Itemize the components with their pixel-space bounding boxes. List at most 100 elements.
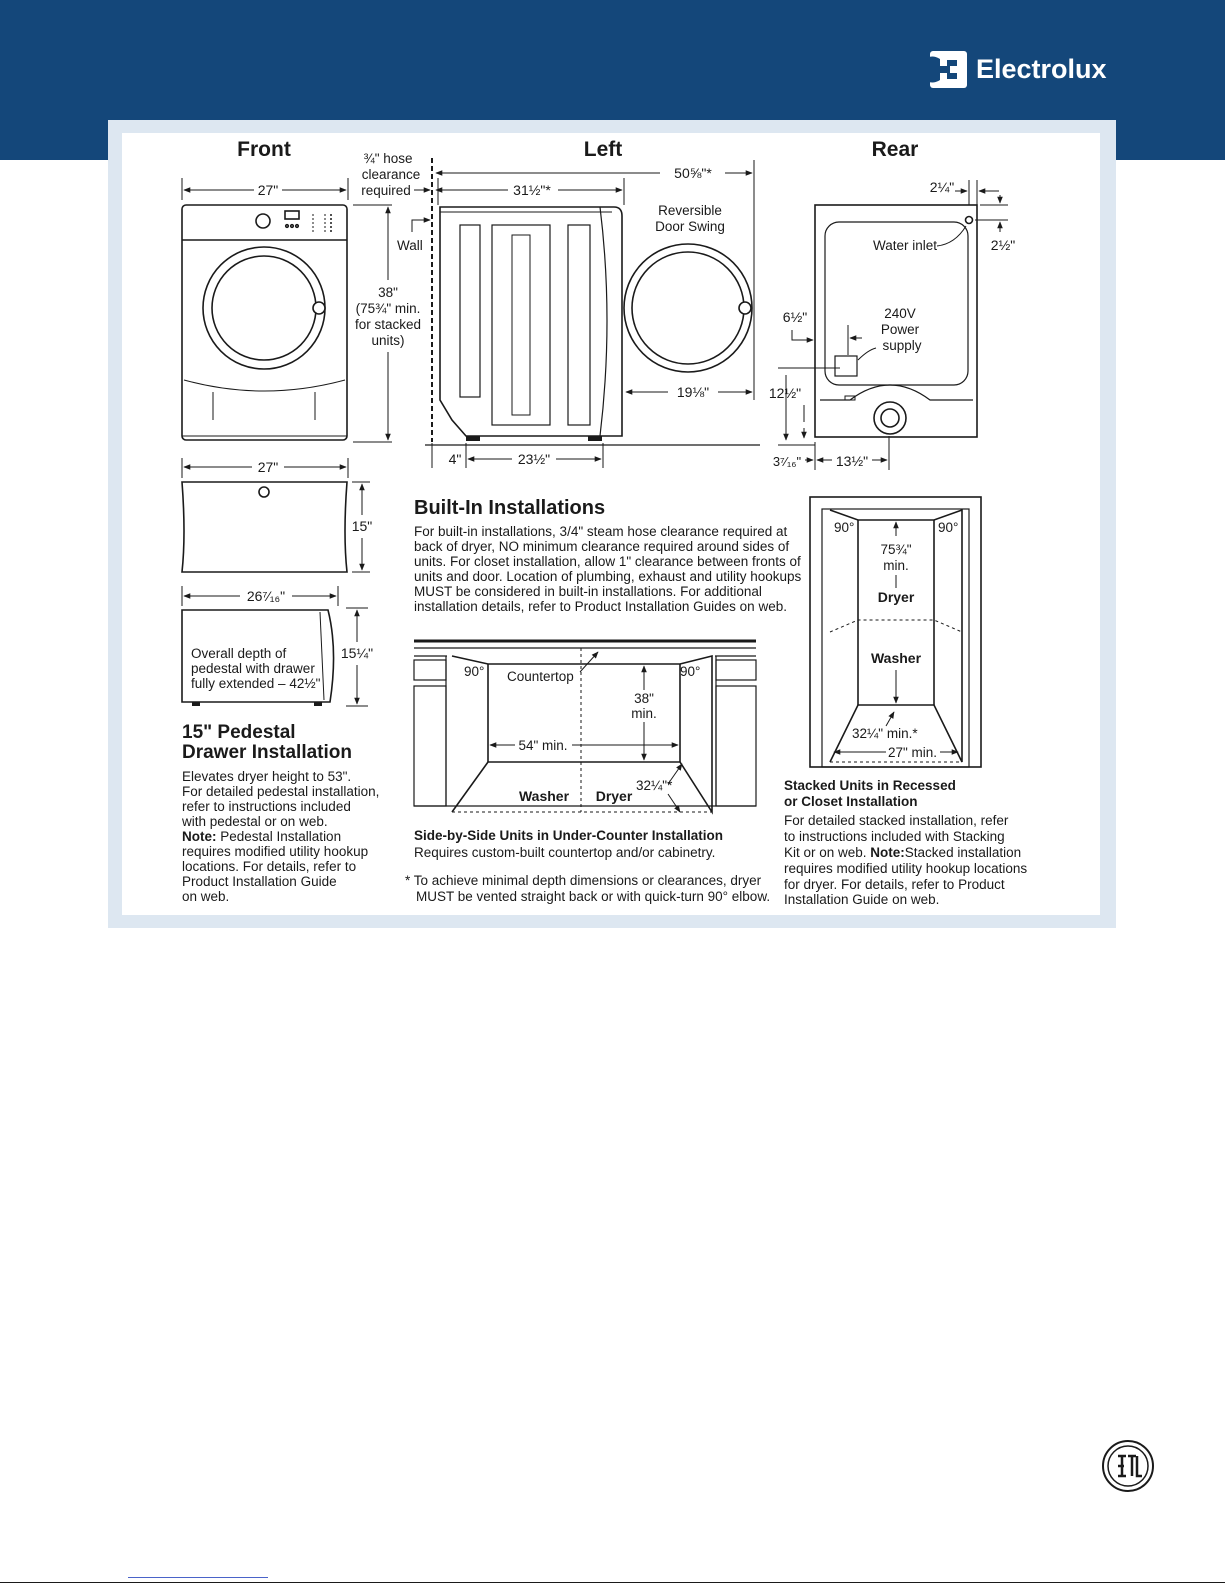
front-cabinet [181, 204, 348, 441]
power-line3: supply [882, 338, 921, 353]
pedestal-body-2: refer to instructions included [182, 799, 351, 814]
vent-outlet [873, 401, 907, 435]
open-door-inner [631, 251, 745, 365]
dimensions-panel-inner [122, 133, 1100, 915]
rear-bottom-width-label: 13½" [836, 453, 868, 469]
st-angle-right: 90° [938, 520, 958, 535]
dial-knob-icon [255, 213, 271, 229]
pedestal-note-label: Note: [182, 829, 217, 844]
uc-width-label: 54" min. [518, 738, 567, 753]
hose-line2: clearance [362, 167, 421, 182]
rear-view: Rear 2¼" 2½" Water inlet 6½" 240V Power … [769, 138, 1015, 470]
builtin-body-1: back of dryer, NO minimum clearance requ… [414, 539, 789, 554]
total-depth-label: 50⅝"* [674, 165, 712, 181]
st-caption-line1: Stacked Units in Recessed [784, 778, 956, 793]
stacked-text: Stacked Units in Recessed or Closet Inst… [784, 778, 1027, 907]
pedestal-text: 15" Pedestal Drawer Installation Elevate… [181, 722, 379, 904]
front-door-outer [202, 246, 326, 370]
uc-footnote-line2: MUST be vented straight back or with qui… [416, 889, 770, 904]
front-height-line4: units) [371, 333, 404, 348]
stacked-outline [829, 508, 963, 763]
dimensions-panel [108, 120, 1116, 928]
pedestal-depth-line2: pedestal with drawer [191, 661, 315, 676]
pedestal-body-0: Elevates dryer height to 53". [182, 769, 351, 784]
undercounter-outline [451, 654, 713, 815]
power-supply-box [834, 355, 858, 377]
side-cabinet [439, 206, 623, 437]
front-height-line2: (75¾" min. [356, 301, 421, 316]
hose-line3: required [361, 183, 411, 198]
st-body-pre: Kit or on web. [784, 845, 870, 860]
rear-bottom-offset-label: 3⁷⁄₁₆" [773, 454, 802, 469]
front-width-label: 27" [258, 182, 279, 198]
door-swing-line2: Door Swing [655, 219, 725, 234]
uc-height-line2: min. [631, 706, 657, 721]
pedestal-note-1: locations. For details, refer to [182, 859, 356, 874]
st-height-line2: min. [883, 558, 909, 573]
front-door-inner [211, 255, 317, 361]
st-note-label: Note: [870, 845, 905, 860]
st-washer-label: Washer [871, 650, 922, 666]
gap-label: 4" [449, 451, 462, 467]
st-body-more-0: requires modified utility hookup locatio… [784, 861, 1027, 876]
front-title: Front [237, 138, 291, 161]
st-depth-label: 32¼" min.* [852, 726, 918, 741]
front-height-line3: for stacked [355, 317, 421, 332]
builtin-body-2: units. For closet installation, allow 1"… [414, 554, 801, 569]
st-body-1: to instructions included with Stacking [784, 829, 1005, 844]
uc-angle-right: 90° [680, 664, 700, 679]
uc-depth-label: 32¼"* [636, 778, 673, 793]
power-line2: Power [881, 322, 920, 337]
pedestal-body-1: For detailed pedestal installation, [182, 784, 379, 799]
st-body-post: Stacked installation [905, 845, 1021, 860]
builtin-text: Built-In Installations For built-in inst… [414, 497, 802, 614]
pedestal-side-width-label: 26⁷⁄₁₆" [247, 588, 285, 604]
power-line1: 240V [884, 306, 916, 321]
st-body-0: For detailed stacked installation, refer [784, 813, 1009, 828]
undercounter-text: Side-by-Side Units in Under-Counter Inst… [405, 828, 770, 904]
pedestal-body-3: with pedestal or on web. [181, 814, 328, 829]
uc-footnote-line1: * To achieve minimal depth dimensions or… [405, 873, 762, 888]
brand-logo: Electrolux [919, 50, 1107, 88]
st-caption-line2: or Closet Installation [784, 794, 918, 809]
left-title: Left [584, 138, 623, 161]
pedestal-note-line: Note: Pedestal Installation [182, 829, 341, 844]
rear-top-offset-label: 2¼" [930, 179, 954, 195]
st-height-line1: 75¾" [880, 542, 911, 557]
door-handle-icon [312, 301, 326, 315]
front-view: Front 27" 38" (75¾" min. for stacked uni… [181, 138, 421, 443]
builtin-body-4: MUST be considered in built-in installat… [414, 584, 762, 599]
footer-link[interactable] [128, 1577, 268, 1578]
pedestal-note-first: Pedestal Installation [217, 829, 342, 844]
st-body-more-2: Installation Guide on web. [784, 892, 939, 907]
stacked-diagram: 90° 90° 75¾" min. Dryer Washer 32¼" min.… [809, 496, 982, 768]
door-dim-label: 19⅛" [677, 384, 709, 400]
front-height-line1: 38" [378, 285, 398, 300]
uc-angle-left: 90° [464, 664, 484, 679]
water-inlet-icon [964, 215, 974, 225]
etl-listed-icon [1100, 1438, 1160, 1503]
uc-caption: Side-by-Side Units in Under-Counter Inst… [414, 828, 723, 843]
wall-label: Wall [397, 238, 423, 253]
builtin-body-0: For built-in installations, 3/4" steam h… [414, 524, 787, 539]
left-view: Left ¾" hose clearance required Wall 50⅝… [361, 138, 760, 468]
builtin-body-5: installation details, refer to Product I… [414, 599, 787, 614]
water-inlet-label: Water inlet [873, 238, 937, 253]
pedestal-front-width-label: 27" [258, 459, 279, 475]
pedestal-depth-line1: Overall depth of [191, 646, 287, 661]
uc-dryer-label: Dryer [596, 788, 633, 804]
pedestal-handle-icon [258, 486, 270, 498]
uc-washer-label: Washer [519, 788, 570, 804]
pedestal-note-0: requires modified utility hookup [182, 844, 368, 859]
base-depth-label: 23½" [518, 451, 550, 467]
pedestal-heading-line2: Drawer Installation [182, 742, 352, 763]
pedestal-note-2: Product Installation Guide [182, 874, 337, 889]
display-panel [284, 210, 300, 220]
hose-line1: ¾" hose [363, 151, 412, 166]
st-width-label: 27" min. [888, 745, 937, 760]
pedestal-depth-line3: fully extended – 42½" [191, 676, 321, 691]
pedestal-note-3: on web. [182, 889, 229, 904]
builtin-body-3: units and door. Location of plumbing, ex… [414, 569, 802, 584]
open-door-outer [623, 243, 753, 373]
